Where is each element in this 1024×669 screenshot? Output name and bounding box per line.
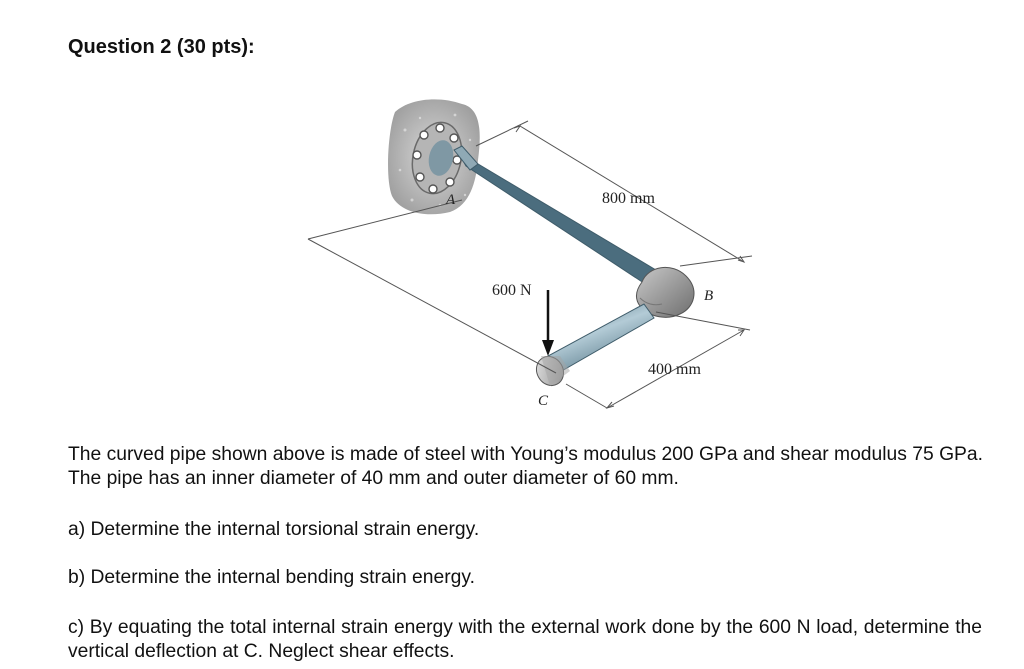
part-b: b) Determine the internal bending strain… xyxy=(68,567,475,588)
problem-statement: The curved pipe shown above is made of s… xyxy=(68,444,984,489)
part-c: c) By equating the total internal strain… xyxy=(68,617,982,662)
label-point-a: A xyxy=(445,192,456,208)
label-dim-bc: 400 mm xyxy=(648,361,701,378)
elbow-b xyxy=(635,267,695,318)
load-arrow xyxy=(542,290,554,356)
label-dim-ab: 800 mm xyxy=(602,190,655,207)
label-point-c: C xyxy=(538,393,549,409)
label-point-b: B xyxy=(704,288,713,304)
label-load: 600 N xyxy=(492,282,532,299)
pipe-figure: A B C 800 mm 400 mm 600 N xyxy=(307,99,753,409)
part-a: a) Determine the internal torsional stra… xyxy=(68,519,480,540)
flange-bolts xyxy=(412,123,462,194)
pipe-segment-ab xyxy=(456,150,667,292)
question-title: Question 2 (30 pts): xyxy=(68,36,255,58)
pipe-segment-bc xyxy=(547,303,655,373)
dimension-lines xyxy=(307,120,753,409)
